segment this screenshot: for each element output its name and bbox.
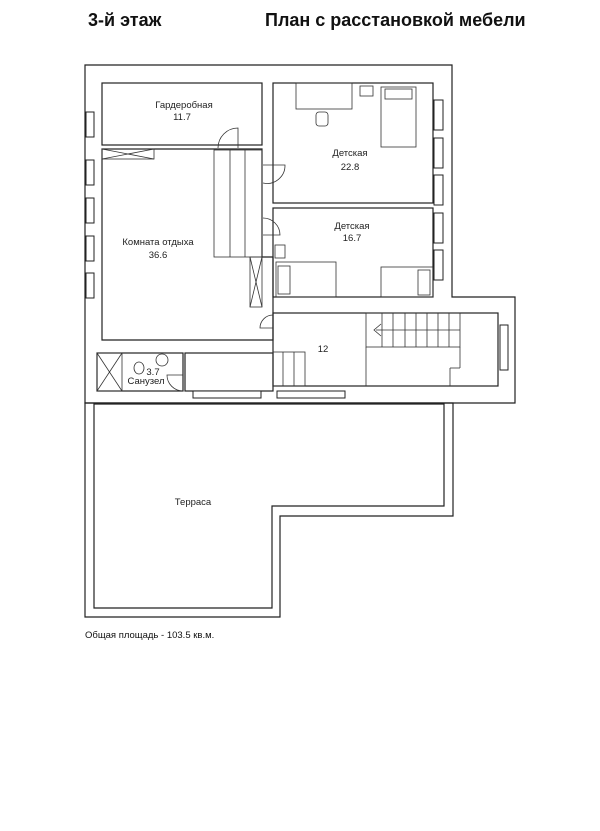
chair xyxy=(315,111,329,127)
furniture xyxy=(133,82,434,375)
sink xyxy=(155,353,169,367)
room-area: 36.6 xyxy=(149,250,168,261)
total-area: Общая площадь - 103.5 кв.м. xyxy=(85,630,215,641)
outer-walls xyxy=(84,64,516,618)
room-area: 3.7 xyxy=(146,367,159,378)
room-label: Детская xyxy=(334,221,369,232)
plan-title: План с расстановкой мебели xyxy=(265,10,526,30)
bed xyxy=(380,86,417,148)
staircase xyxy=(272,312,461,387)
room-area: 12 xyxy=(318,344,329,355)
windows xyxy=(85,99,509,399)
bed xyxy=(380,266,434,298)
desk xyxy=(295,82,353,110)
room-area: 22.8 xyxy=(341,162,360,173)
bed xyxy=(275,261,337,298)
floor-title: 3-й этаж xyxy=(88,10,162,30)
room-label: Терраса xyxy=(175,497,212,508)
room-area: 11.7 xyxy=(173,112,191,123)
room-area: 16.7 xyxy=(343,233,362,244)
wardrobe-column xyxy=(213,149,263,258)
room-wardrobe xyxy=(101,82,263,146)
rooms xyxy=(96,82,499,392)
room-kids-1 xyxy=(272,82,434,204)
corridor xyxy=(184,352,274,392)
room-hall xyxy=(272,312,499,387)
room-kids-2 xyxy=(272,207,434,298)
doors xyxy=(166,127,286,392)
toilet xyxy=(133,361,145,375)
room-label: Комната отдыха xyxy=(122,237,194,248)
room-label: Детская xyxy=(332,148,367,159)
room-label: Гардеробная xyxy=(155,100,212,111)
room-label: Санузел xyxy=(127,376,164,387)
